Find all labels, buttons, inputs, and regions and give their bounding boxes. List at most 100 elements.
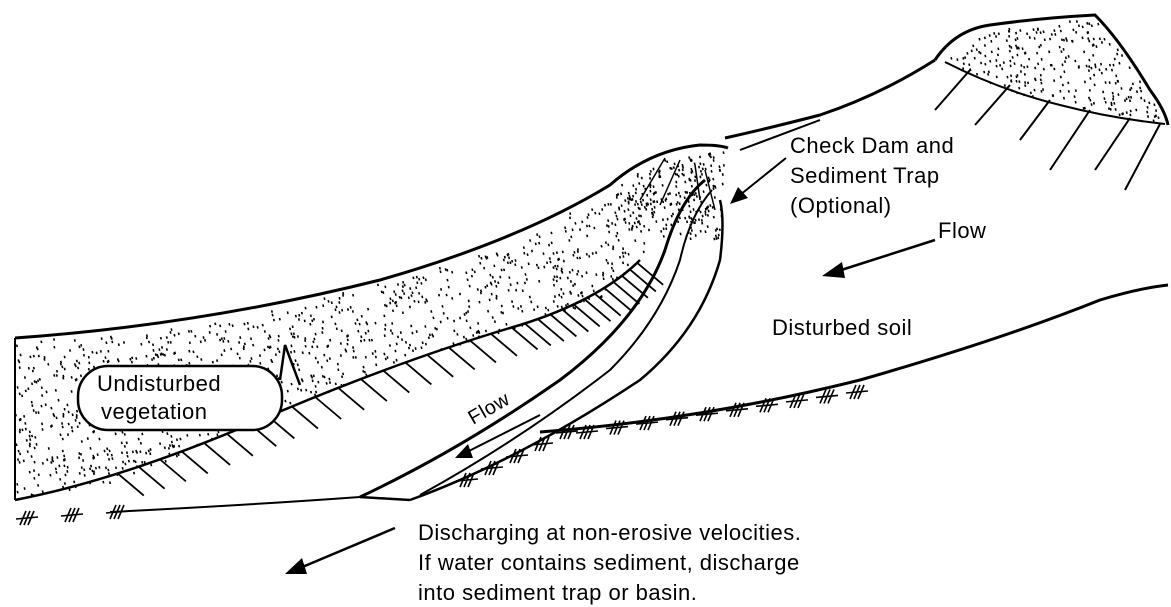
mound-dot xyxy=(1075,60,1076,62)
mound-dot xyxy=(1109,81,1110,83)
dam-dot xyxy=(692,185,693,187)
vegetation-dot xyxy=(481,257,482,259)
vegetation-dot xyxy=(510,283,511,285)
vegetation-dot xyxy=(260,354,261,356)
vegetation-dot xyxy=(223,340,224,342)
vegetation-dot xyxy=(291,333,292,335)
vegetation-dot xyxy=(314,338,315,340)
vegetation-dot xyxy=(625,199,626,201)
dam-dot xyxy=(616,215,617,217)
vegetation-dot xyxy=(91,465,92,467)
mound-dot xyxy=(1040,31,1041,33)
dam-dot xyxy=(689,216,690,218)
vegetation-dot xyxy=(460,343,461,345)
dam-dot xyxy=(712,206,713,208)
vegetation-dot xyxy=(299,314,300,316)
vegetation-dot xyxy=(111,336,112,338)
vegetation-dot xyxy=(17,483,18,485)
vegetation-dot xyxy=(121,442,122,444)
vegetation-dot xyxy=(34,461,35,463)
mound-dot xyxy=(1140,87,1141,89)
mound-dot xyxy=(1158,117,1159,119)
vegetation-dot xyxy=(635,239,636,241)
mound-dot xyxy=(1034,37,1035,39)
vegetation-dot xyxy=(54,374,55,376)
dam-dot xyxy=(692,229,693,231)
vegetation-dot xyxy=(79,346,80,348)
vegetation-dot xyxy=(331,316,332,318)
mound-dot xyxy=(1038,63,1039,65)
vegetation-dot xyxy=(52,456,53,458)
check-dam-pointer-arrow xyxy=(730,158,786,204)
vegetation-dot xyxy=(555,265,556,267)
vegetation-dot xyxy=(96,352,97,354)
vegetation-dot xyxy=(96,467,97,469)
vegetation-dot xyxy=(356,356,357,358)
vegetation-dot xyxy=(580,257,581,259)
dam-dot xyxy=(657,201,658,203)
vegetation-dot xyxy=(468,310,469,312)
dam-dot xyxy=(679,192,680,194)
mound-dot xyxy=(1059,25,1060,27)
mound-dot xyxy=(1095,66,1096,68)
vegetation-dot xyxy=(72,414,73,416)
dam-dot xyxy=(666,228,667,230)
vegetation-dot xyxy=(312,380,313,382)
vegetation-dot xyxy=(573,284,574,286)
mound-dot xyxy=(1089,40,1090,42)
mound-dot xyxy=(1087,32,1088,34)
vegetation-dot xyxy=(426,343,427,345)
upslope-mound-stipple xyxy=(951,20,1159,122)
vegetation-dot xyxy=(612,278,613,280)
mound-dot xyxy=(1062,39,1063,41)
vegetation-dot xyxy=(466,312,467,314)
vegetation-dot xyxy=(84,469,85,471)
vegetation-dot xyxy=(580,228,581,230)
vegetation-dot xyxy=(617,218,618,220)
vegetation-dot xyxy=(297,364,298,366)
dam-dot xyxy=(688,200,689,202)
vegetation-dot xyxy=(35,436,36,438)
dam-dot xyxy=(695,234,696,236)
vegetation-dot xyxy=(602,208,603,210)
dam-dot xyxy=(630,197,631,199)
discharge-arrow xyxy=(285,528,395,574)
vegetation-dot xyxy=(81,344,82,346)
dam-dot xyxy=(682,209,683,211)
mound-dot xyxy=(996,65,997,67)
vegetation-dot xyxy=(295,359,296,361)
vegetation-dot xyxy=(270,346,271,348)
vegetation-dot xyxy=(501,269,502,271)
dam-dot xyxy=(641,215,642,217)
vegetation-dot xyxy=(644,242,645,244)
mound-dot xyxy=(1094,84,1095,86)
mound-dot xyxy=(1061,50,1062,52)
slope-hatch-mark xyxy=(118,474,144,496)
vegetation-dot xyxy=(543,252,544,254)
vegetation-dot xyxy=(565,230,566,232)
upslope-hatching xyxy=(935,70,1160,190)
vegetation-dot xyxy=(274,319,275,321)
vegetation-dot xyxy=(75,365,76,367)
vegetation-dot xyxy=(633,195,634,197)
dam-dot xyxy=(662,184,663,186)
mound-dot xyxy=(1025,73,1026,75)
vegetation-dot xyxy=(440,271,441,273)
vegetation-dot xyxy=(304,320,305,322)
dam-dot xyxy=(636,217,637,219)
vegetation-dot xyxy=(251,338,252,340)
vegetation-dot xyxy=(103,360,104,362)
vegetation-dot xyxy=(132,357,133,359)
vegetation-dot xyxy=(410,306,411,308)
vegetation-dot xyxy=(594,227,595,229)
dam-dot xyxy=(694,194,695,196)
vegetation-dot xyxy=(372,352,373,354)
dam-dot xyxy=(641,230,642,232)
vegetation-dot xyxy=(187,434,188,436)
vegetation-dot xyxy=(38,484,39,486)
vegetation-dot xyxy=(599,213,600,215)
dam-dot xyxy=(619,208,620,210)
vegetation-dot xyxy=(385,304,386,306)
vegetation-dot xyxy=(500,276,501,278)
vegetation-dot xyxy=(488,310,489,312)
